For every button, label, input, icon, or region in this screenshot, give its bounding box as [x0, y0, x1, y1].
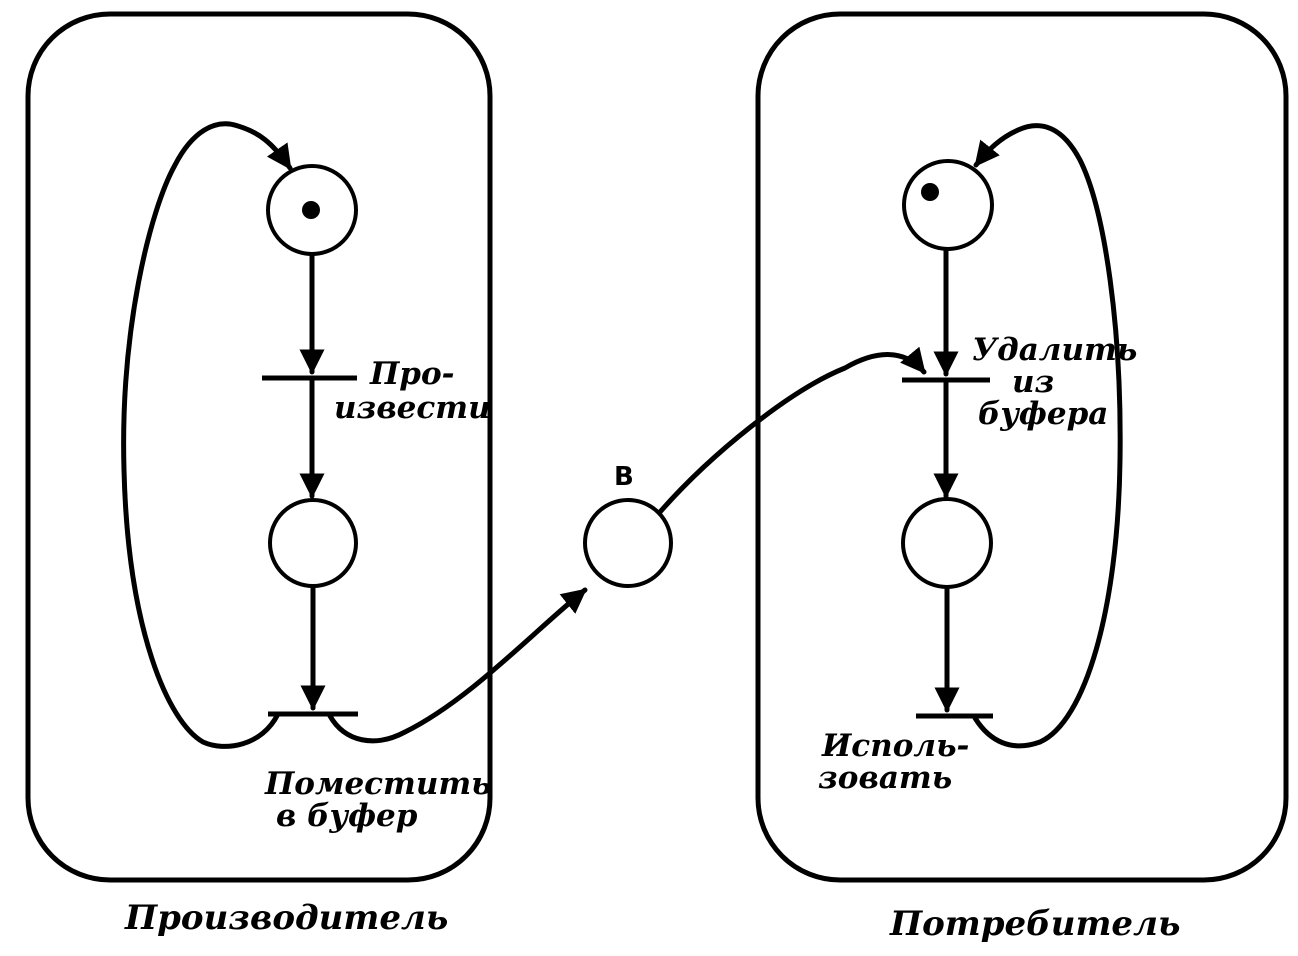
arc-put-to-buffer: [327, 587, 588, 744]
use-label-line1: Исполь-: [821, 728, 969, 764]
put-label-line1: Поместить: [264, 766, 492, 802]
use-label-line2: зовать: [818, 760, 952, 796]
producer-start-token: [302, 201, 320, 219]
producer-loop-arc: [121, 121, 293, 749]
consumer-caption: Потребитель: [889, 904, 1180, 944]
buffer-place: [583, 498, 673, 588]
producer-middle-place: [268, 498, 358, 588]
consumer-start-place: [902, 159, 994, 251]
remove-label-line3: буфера: [978, 396, 1108, 432]
put-label-line2: в буфер: [276, 798, 418, 834]
remove-label-line1: Удалить: [972, 332, 1137, 368]
remove-label-line2: из: [1012, 364, 1054, 400]
produce-label-line1: Про-: [369, 356, 455, 392]
produce-label-line2: извести: [334, 390, 491, 426]
producer-box: [25, 11, 493, 883]
buffer: B: [327, 346, 927, 744]
consumer-loop-arc: [972, 123, 1123, 749]
producer-subnet: Про- извести Поместить в буфер Производи…: [25, 11, 493, 938]
consumer-subnet: Удалить из буфера Исполь- зовать Потреби…: [755, 11, 1289, 944]
producer-caption: Производитель: [124, 898, 448, 938]
consumer-start-token: [921, 183, 939, 201]
arc-buffer-to-remove: [657, 346, 927, 515]
consumer-box: [755, 11, 1289, 883]
consumer-middle-place: [901, 497, 993, 589]
buffer-label: B: [614, 462, 634, 492]
